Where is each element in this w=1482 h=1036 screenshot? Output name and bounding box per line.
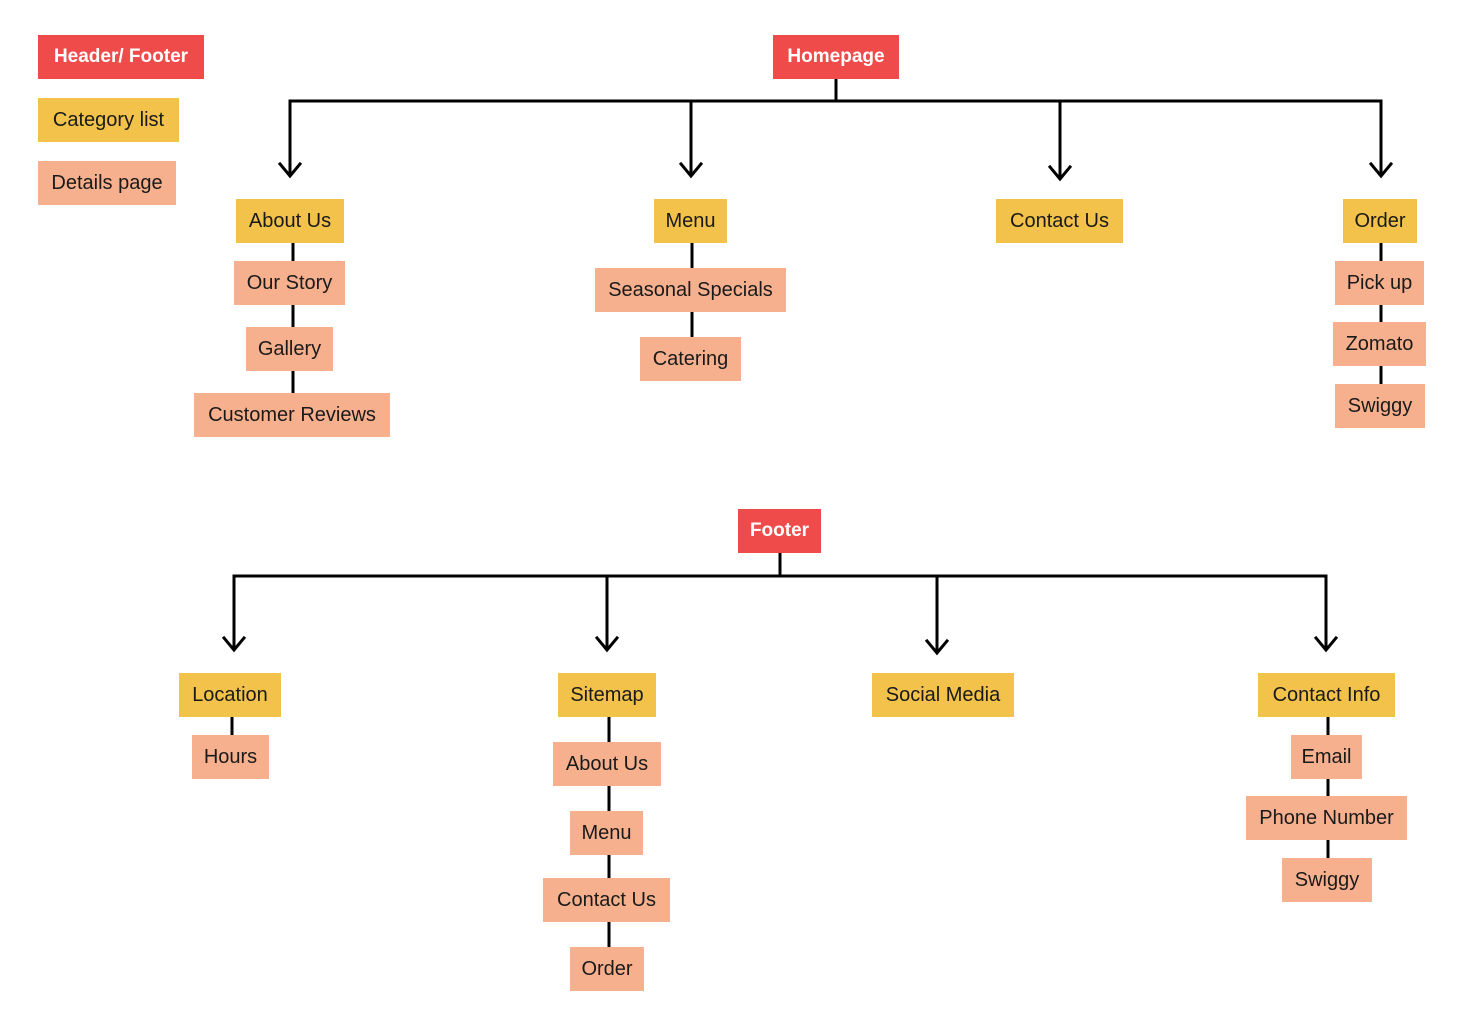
category-menu: Menu xyxy=(654,199,727,243)
category-contact-info: Contact Info xyxy=(1258,673,1395,717)
detail-our-story: Our Story xyxy=(234,261,345,305)
detail-seasonal-specials: Seasonal Specials xyxy=(595,268,786,312)
category-order: Order xyxy=(1343,199,1417,243)
legend-category-list: Category list xyxy=(38,98,179,142)
legend-header-footer: Header/ Footer xyxy=(38,35,204,79)
detail-sitemap-contact-us: Contact Us xyxy=(543,878,670,922)
category-contact-us: Contact Us xyxy=(996,199,1123,243)
category-location: Location xyxy=(179,673,281,717)
footer-node: Footer xyxy=(738,509,821,553)
detail-swiggy: Swiggy xyxy=(1335,384,1425,428)
detail-zomato: Zomato xyxy=(1333,322,1426,366)
detail-phone-number: Phone Number xyxy=(1246,796,1407,840)
homepage-node: Homepage xyxy=(773,35,899,79)
detail-pick-up: Pick up xyxy=(1335,261,1424,305)
detail-sitemap-about-us: About Us xyxy=(553,742,661,786)
detail-footer-swiggy: Swiggy xyxy=(1282,858,1372,902)
category-about-us: About Us xyxy=(236,199,344,243)
detail-sitemap-menu: Menu xyxy=(570,811,643,855)
detail-email: Email xyxy=(1291,735,1362,779)
category-sitemap: Sitemap xyxy=(558,673,656,717)
detail-sitemap-order: Order xyxy=(570,947,644,991)
detail-hours: Hours xyxy=(192,735,269,779)
detail-customer-reviews: Customer Reviews xyxy=(194,393,390,437)
detail-gallery: Gallery xyxy=(246,327,333,371)
category-social-media: Social Media xyxy=(872,673,1014,717)
detail-catering: Catering xyxy=(640,337,741,381)
legend-details-page: Details page xyxy=(38,161,176,205)
